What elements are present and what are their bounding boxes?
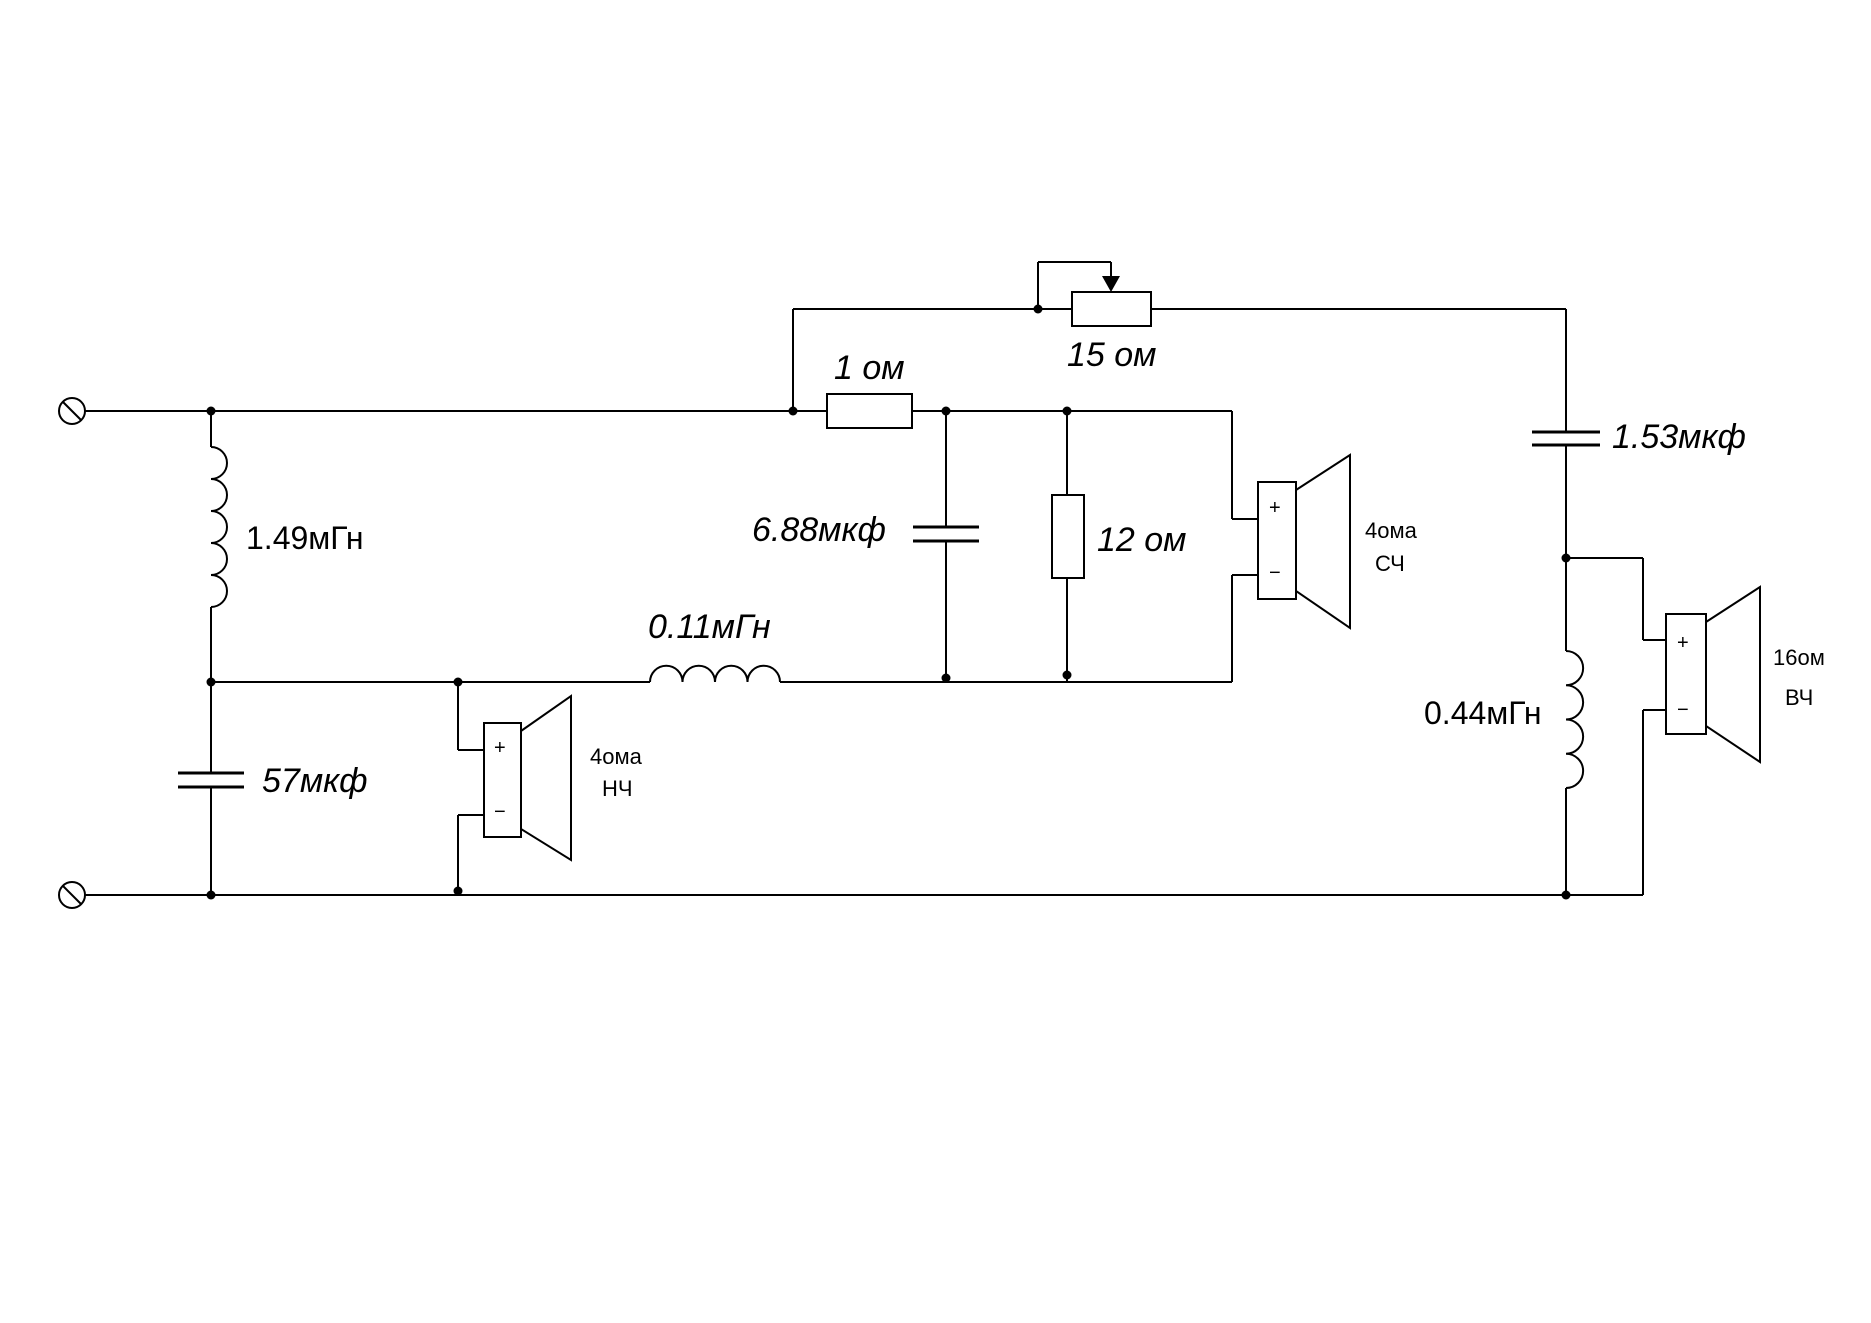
speaker-high-impedance: 16ом [1773,645,1825,670]
resistor-1-ohm-label: 1 ом [834,349,905,387]
speaker-low-impedance: 4ома [590,744,643,769]
capacitor-57-label: 57мкф [262,762,368,800]
speaker-mid-icon: + − 4ома СЧ [1257,453,1418,630]
speaker-low-band: НЧ [602,776,633,801]
speaker-low-plus: + [494,737,506,759]
inductor-0-11-label: 0.11мГн [648,608,771,646]
inductor-0-44: 0.44мГн [1424,650,1585,789]
speaker-mid-minus: − [1269,562,1281,584]
resistor-1-ohm: 1 ом [826,349,913,429]
speaker-low-minus: − [494,801,506,823]
input-terminal-bottom[interactable] [58,881,86,909]
potentiometer-15-ohm-label: 15 ом [1067,336,1156,374]
speaker-high-band: ВЧ [1785,685,1813,710]
resistor-12-ohm-label: 12 ом [1097,521,1186,559]
junction-dots [206,304,1571,900]
inductor-1-49-label: 1.49мГн [246,520,363,556]
speaker-high-minus: − [1677,699,1689,721]
speaker-mid-plus: + [1269,497,1281,519]
capacitor-6-88-label: 6.88мкф [752,511,886,549]
potentiometer-15-ohm: 15 ом [1067,276,1156,374]
speaker-low-icon: + − 4ома НЧ [483,694,643,862]
speaker-mid-band: СЧ [1375,551,1405,576]
capacitor-57: 57мкф [178,762,368,800]
speaker-high-plus: + [1677,632,1689,654]
wires [85,261,1666,896]
input-terminal-top[interactable] [58,397,86,425]
inductor-1-49: 1.49мГн [210,446,363,608]
capacitor-1-53: 1.53мкф [1532,418,1746,456]
resistor-12-ohm: 12 ом [1051,494,1186,579]
speaker-mid-impedance: 4ома [1365,518,1418,543]
speaker-high-icon: + − 16ом ВЧ [1665,585,1825,764]
capacitor-6-88: 6.88мкф [752,511,979,549]
capacitor-1-53-label: 1.53мкф [1612,418,1746,456]
inductor-0-44-label: 0.44мГн [1424,695,1541,731]
inductor-0-11: 0.11мГн [648,608,781,683]
